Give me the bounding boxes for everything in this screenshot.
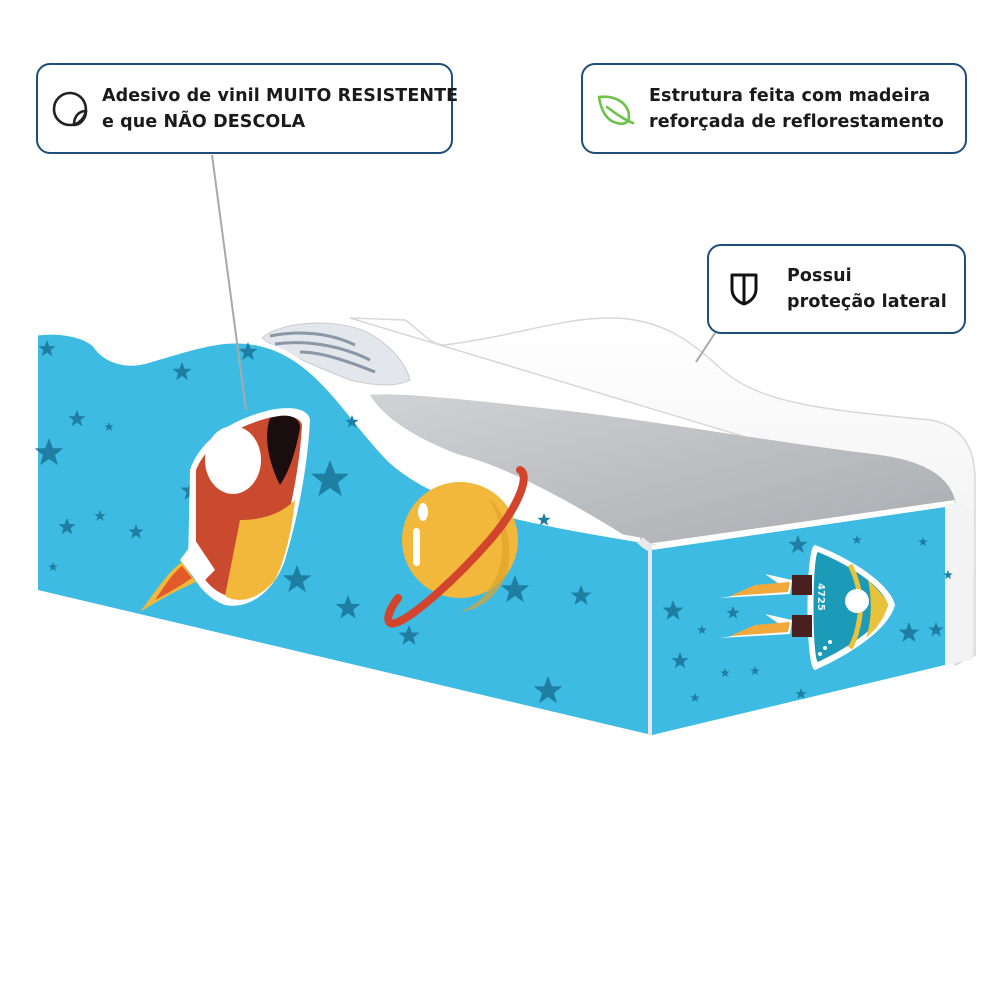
leaf-icon <box>595 89 635 129</box>
callout-protection: Possui proteção lateral <box>707 244 966 334</box>
callout-adhesive-line-2: e que NÃO DESCOLA <box>102 111 306 132</box>
rocket-number: 4725 <box>815 583 826 611</box>
mattress <box>370 394 955 545</box>
sticker-peel-icon <box>50 89 90 129</box>
shield-icon <box>729 271 759 307</box>
rocket-graphic <box>140 408 310 612</box>
callout-adhesive: Adesivo de vinil MUITO RESISTENTE e que … <box>36 63 458 154</box>
callout-adhesive-text: Adesivo de vinil MUITO RESISTENTE e que … <box>102 83 458 135</box>
callout-protection-line-1: Possui <box>787 266 852 286</box>
planet-graphic <box>384 466 528 628</box>
callout-protection-text: Possui proteção lateral <box>787 263 947 315</box>
callout-structure: Estrutura feita com madeira reforçada de… <box>581 63 967 154</box>
pillow <box>261 322 411 386</box>
rocket-4725-graphic: 4725 <box>720 545 895 670</box>
callout-protection-line-2: proteção lateral <box>787 292 947 312</box>
side-panel <box>34 329 652 735</box>
callout-structure-line-1: Estrutura feita com madeira <box>649 85 931 106</box>
callout-adhesive-line-1: Adesivo de vinil MUITO RESISTENTE <box>102 85 459 106</box>
callout-structure-text: Estrutura feita com madeira reforçada de… <box>649 83 944 135</box>
callout-structure-line-2: reforçada de reflorestamento <box>649 111 944 132</box>
